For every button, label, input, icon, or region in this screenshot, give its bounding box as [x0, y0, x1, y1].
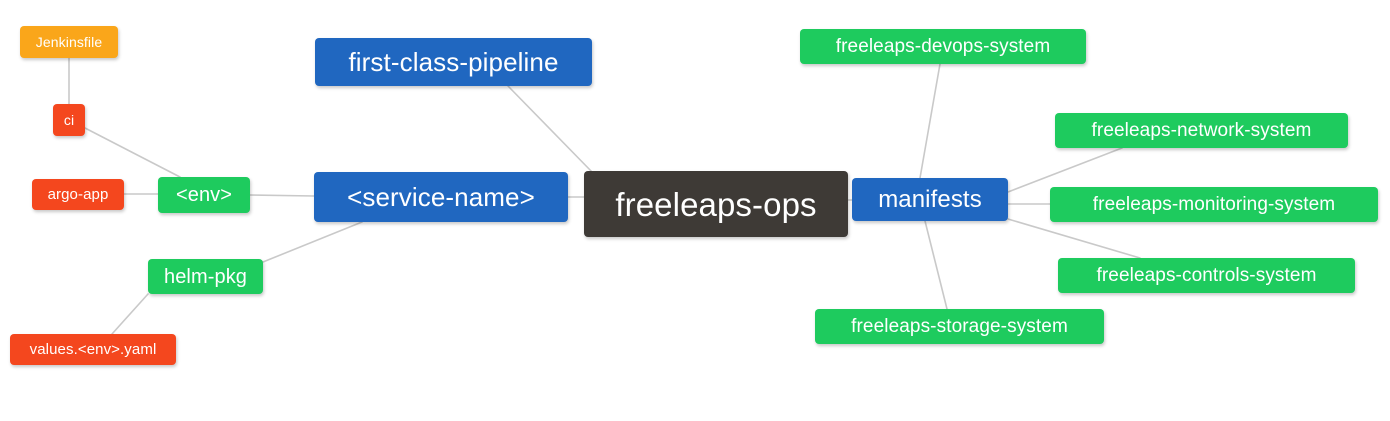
node-freeleaps-devops-system[interactable]: freeleaps-devops-system: [800, 29, 1086, 64]
edge-manifests-to-freeleaps-storage-system: [924, 220, 948, 310]
node-label: ci: [63, 112, 75, 128]
node-label: <service-name>: [347, 182, 535, 212]
edge-manifests-to-freeleaps-network-system: [1007, 147, 1123, 193]
edge-manifests-to-freeleaps-devops-system: [919, 63, 941, 179]
node-label: freeleaps-storage-system: [851, 316, 1068, 337]
node-label: freeleaps-ops: [615, 185, 817, 223]
node-label: <env>: [175, 184, 233, 206]
node-env[interactable]: <env>: [158, 177, 250, 213]
node-label: manifests: [878, 185, 982, 213]
node-helm-pkg[interactable]: helm-pkg: [148, 259, 263, 294]
edge-helm-pkg-to-values-env-yaml: [111, 293, 149, 335]
node-label: Jenkinsfile: [35, 34, 103, 50]
node-manifests[interactable]: manifests: [852, 178, 1008, 221]
node-label: freeleaps-network-system: [1091, 120, 1312, 141]
edge-env-to-ci: [84, 127, 181, 178]
edge-manifests-to-freeleaps-controls-system: [1007, 218, 1141, 259]
node-freeleaps-controls-system[interactable]: freeleaps-controls-system: [1058, 258, 1355, 293]
node-label: argo-app: [47, 186, 109, 203]
node-freeleaps-storage-system[interactable]: freeleaps-storage-system: [815, 309, 1104, 344]
node-freeleaps-network-system[interactable]: freeleaps-network-system: [1055, 113, 1348, 148]
node-label: first-class-pipeline: [348, 47, 559, 77]
edge-service-name-to-env: [249, 194, 315, 197]
node-label: helm-pkg: [163, 265, 248, 288]
node-freeleaps-monitoring-system[interactable]: freeleaps-monitoring-system: [1050, 187, 1378, 222]
node-first-class-pipeline[interactable]: first-class-pipeline: [315, 38, 592, 86]
node-values-env-yaml[interactable]: values.<env>.yaml: [10, 334, 176, 365]
node-label: freeleaps-devops-system: [835, 36, 1051, 57]
edge-service-name-to-helm-pkg: [262, 221, 363, 263]
node-ci[interactable]: ci: [53, 104, 85, 136]
edge-freeleaps-ops-to-first-class-pipeline: [507, 85, 594, 174]
node-argo-app[interactable]: argo-app: [32, 179, 124, 210]
node-label: values.<env>.yaml: [29, 341, 157, 358]
node-jenkinsfile[interactable]: Jenkinsfile: [20, 26, 118, 58]
node-service-name[interactable]: <service-name>: [314, 172, 568, 222]
node-label: freeleaps-controls-system: [1096, 265, 1317, 286]
node-freeleaps-ops[interactable]: freeleaps-ops: [584, 171, 848, 237]
node-label: freeleaps-monitoring-system: [1092, 194, 1336, 215]
